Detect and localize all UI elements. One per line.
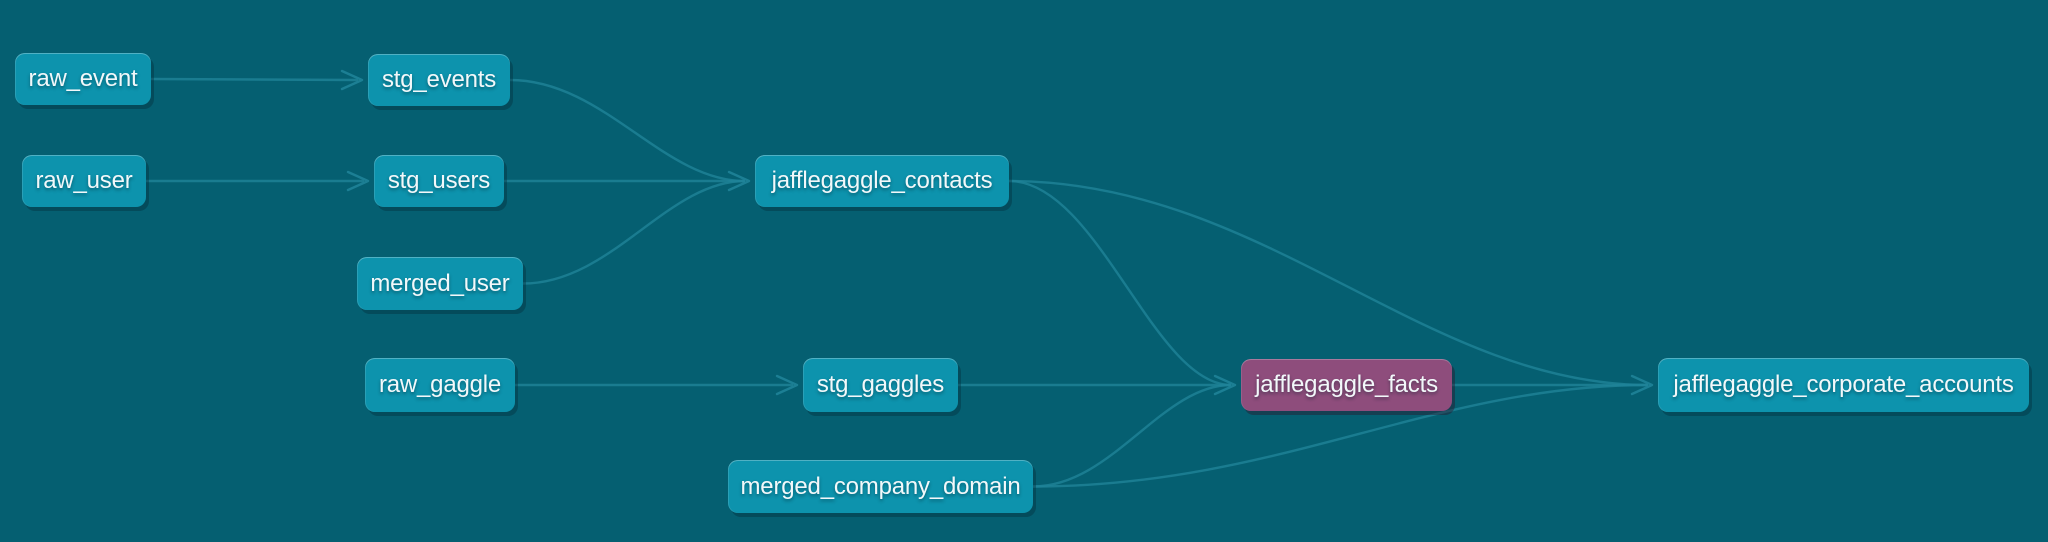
node-merged-user[interactable]: merged_user: [357, 257, 523, 310]
node-merged-company-domain[interactable]: merged_company_domain: [728, 460, 1033, 513]
node-stg-events[interactable]: stg_events: [368, 54, 510, 106]
edge-merged_user-to-jafflegaggle_contacts: [522, 179, 746, 285]
node-raw-event[interactable]: raw_event: [15, 53, 151, 105]
edge-raw_event-to-stg_events: [150, 77, 359, 82]
arrowhead-into-jafflegaggle_facts: [1213, 374, 1237, 396]
arrowhead-into-stg_gaggles: [775, 374, 799, 396]
arrowhead-into-stg_users: [346, 170, 370, 192]
node-jafflegaggle-contacts[interactable]: jafflegaggle_contacts: [755, 155, 1009, 207]
node-raw-gaggle[interactable]: raw_gaggle: [365, 358, 515, 412]
arrowhead-into-jafflegaggle_contacts: [727, 170, 751, 192]
node-jafflegaggle-facts[interactable]: jafflegaggle_facts: [1241, 359, 1452, 411]
arrowhead-into-jafflegaggle_corporate_accounts: [1630, 374, 1654, 396]
edge-stg_events-to-jafflegaggle_contacts: [509, 78, 746, 183]
edge-jafflegaggle_contacts-to-jafflegaggle_corporate_accounts: [1008, 179, 1649, 387]
node-stg-gaggles[interactable]: stg_gaggles: [803, 358, 958, 412]
arrowhead-into-stg_events: [340, 69, 364, 91]
edge-jafflegaggle_contacts-to-jafflegaggle_facts: [1008, 179, 1232, 387]
node-raw-user[interactable]: raw_user: [22, 155, 146, 207]
node-stg-users[interactable]: stg_users: [374, 155, 504, 207]
edge-merged_company_domain-to-jafflegaggle_facts: [1032, 383, 1232, 488]
node-jafflegaggle-corporate-accounts[interactable]: jafflegaggle_corporate_accounts: [1658, 358, 2029, 412]
